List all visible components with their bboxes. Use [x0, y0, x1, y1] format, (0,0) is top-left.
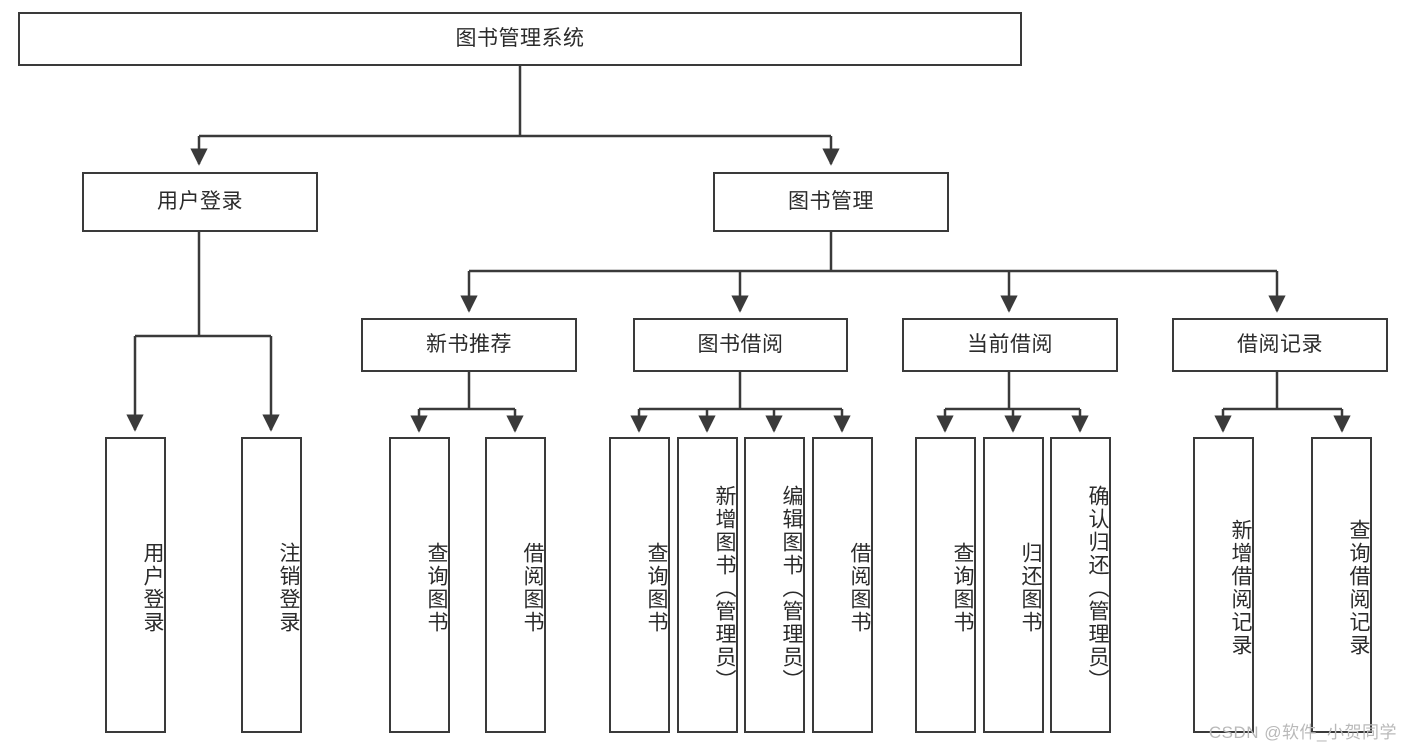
node-borrow-record[interactable]: 借阅记录 [1172, 318, 1388, 372]
node-label: 注销登录 [277, 542, 300, 634]
leaf-borrow-query-book[interactable]: 查询图书 [609, 437, 670, 733]
node-label: 当前借阅 [967, 333, 1053, 357]
leaf-borrow-borrow-book[interactable]: 借阅图书 [812, 437, 873, 733]
leaf-current-return-book[interactable]: 归还图书 [983, 437, 1044, 733]
node-label: 新增借阅记录 [1229, 519, 1252, 657]
csdn-watermark: CSDN @软件_小贺同学 [1208, 723, 1397, 742]
leaf-user-login-logout[interactable]: 注销登录 [241, 437, 302, 733]
node-user-login[interactable]: 用户登录 [82, 172, 318, 232]
leaf-borrow-add-book-admin[interactable]: 新增图书（管理员） [677, 437, 738, 733]
node-label: 查询图书 [645, 542, 668, 634]
leaf-current-confirm-return-admin[interactable]: 确认归还（管理员） [1050, 437, 1111, 733]
leaf-borrow-edit-book-admin[interactable]: 编辑图书（管理员） [744, 437, 805, 733]
node-label: 借阅记录 [1237, 333, 1323, 357]
leaf-recommend-borrow-book[interactable]: 借阅图书 [485, 437, 546, 733]
node-label: 新增图书（管理员） [713, 484, 736, 692]
node-book-management[interactable]: 图书管理 [713, 172, 949, 232]
node-label: 新书推荐 [426, 333, 512, 357]
node-label: 编辑图书（管理员） [780, 484, 803, 692]
node-label: 图书管理 [788, 190, 874, 214]
node-root-system[interactable]: 图书管理系统 [18, 12, 1022, 66]
leaf-record-add-record[interactable]: 新增借阅记录 [1193, 437, 1254, 733]
node-label: 归还图书 [1019, 542, 1042, 634]
leaf-current-query-book[interactable]: 查询图书 [915, 437, 976, 733]
node-label: 查询借阅记录 [1347, 519, 1370, 657]
node-label: 用户登录 [157, 190, 243, 214]
node-label: 图书管理系统 [455, 27, 585, 51]
node-label: 图书借阅 [697, 333, 784, 357]
leaf-record-query-record[interactable]: 查询借阅记录 [1311, 437, 1372, 733]
node-book-borrow[interactable]: 图书借阅 [633, 318, 848, 372]
leaf-recommend-query-book[interactable]: 查询图书 [389, 437, 450, 733]
node-label: 查询图书 [951, 542, 974, 634]
leaf-user-login-login[interactable]: 用户登录 [105, 437, 166, 733]
node-new-book-recommend[interactable]: 新书推荐 [361, 318, 577, 372]
node-label: 查询图书 [425, 542, 448, 634]
node-label: 确认归还（管理员） [1086, 484, 1109, 692]
node-label: 用户登录 [141, 542, 164, 634]
node-current-borrow[interactable]: 当前借阅 [902, 318, 1118, 372]
node-label: 借阅图书 [848, 542, 871, 634]
node-label: 借阅图书 [521, 542, 544, 634]
